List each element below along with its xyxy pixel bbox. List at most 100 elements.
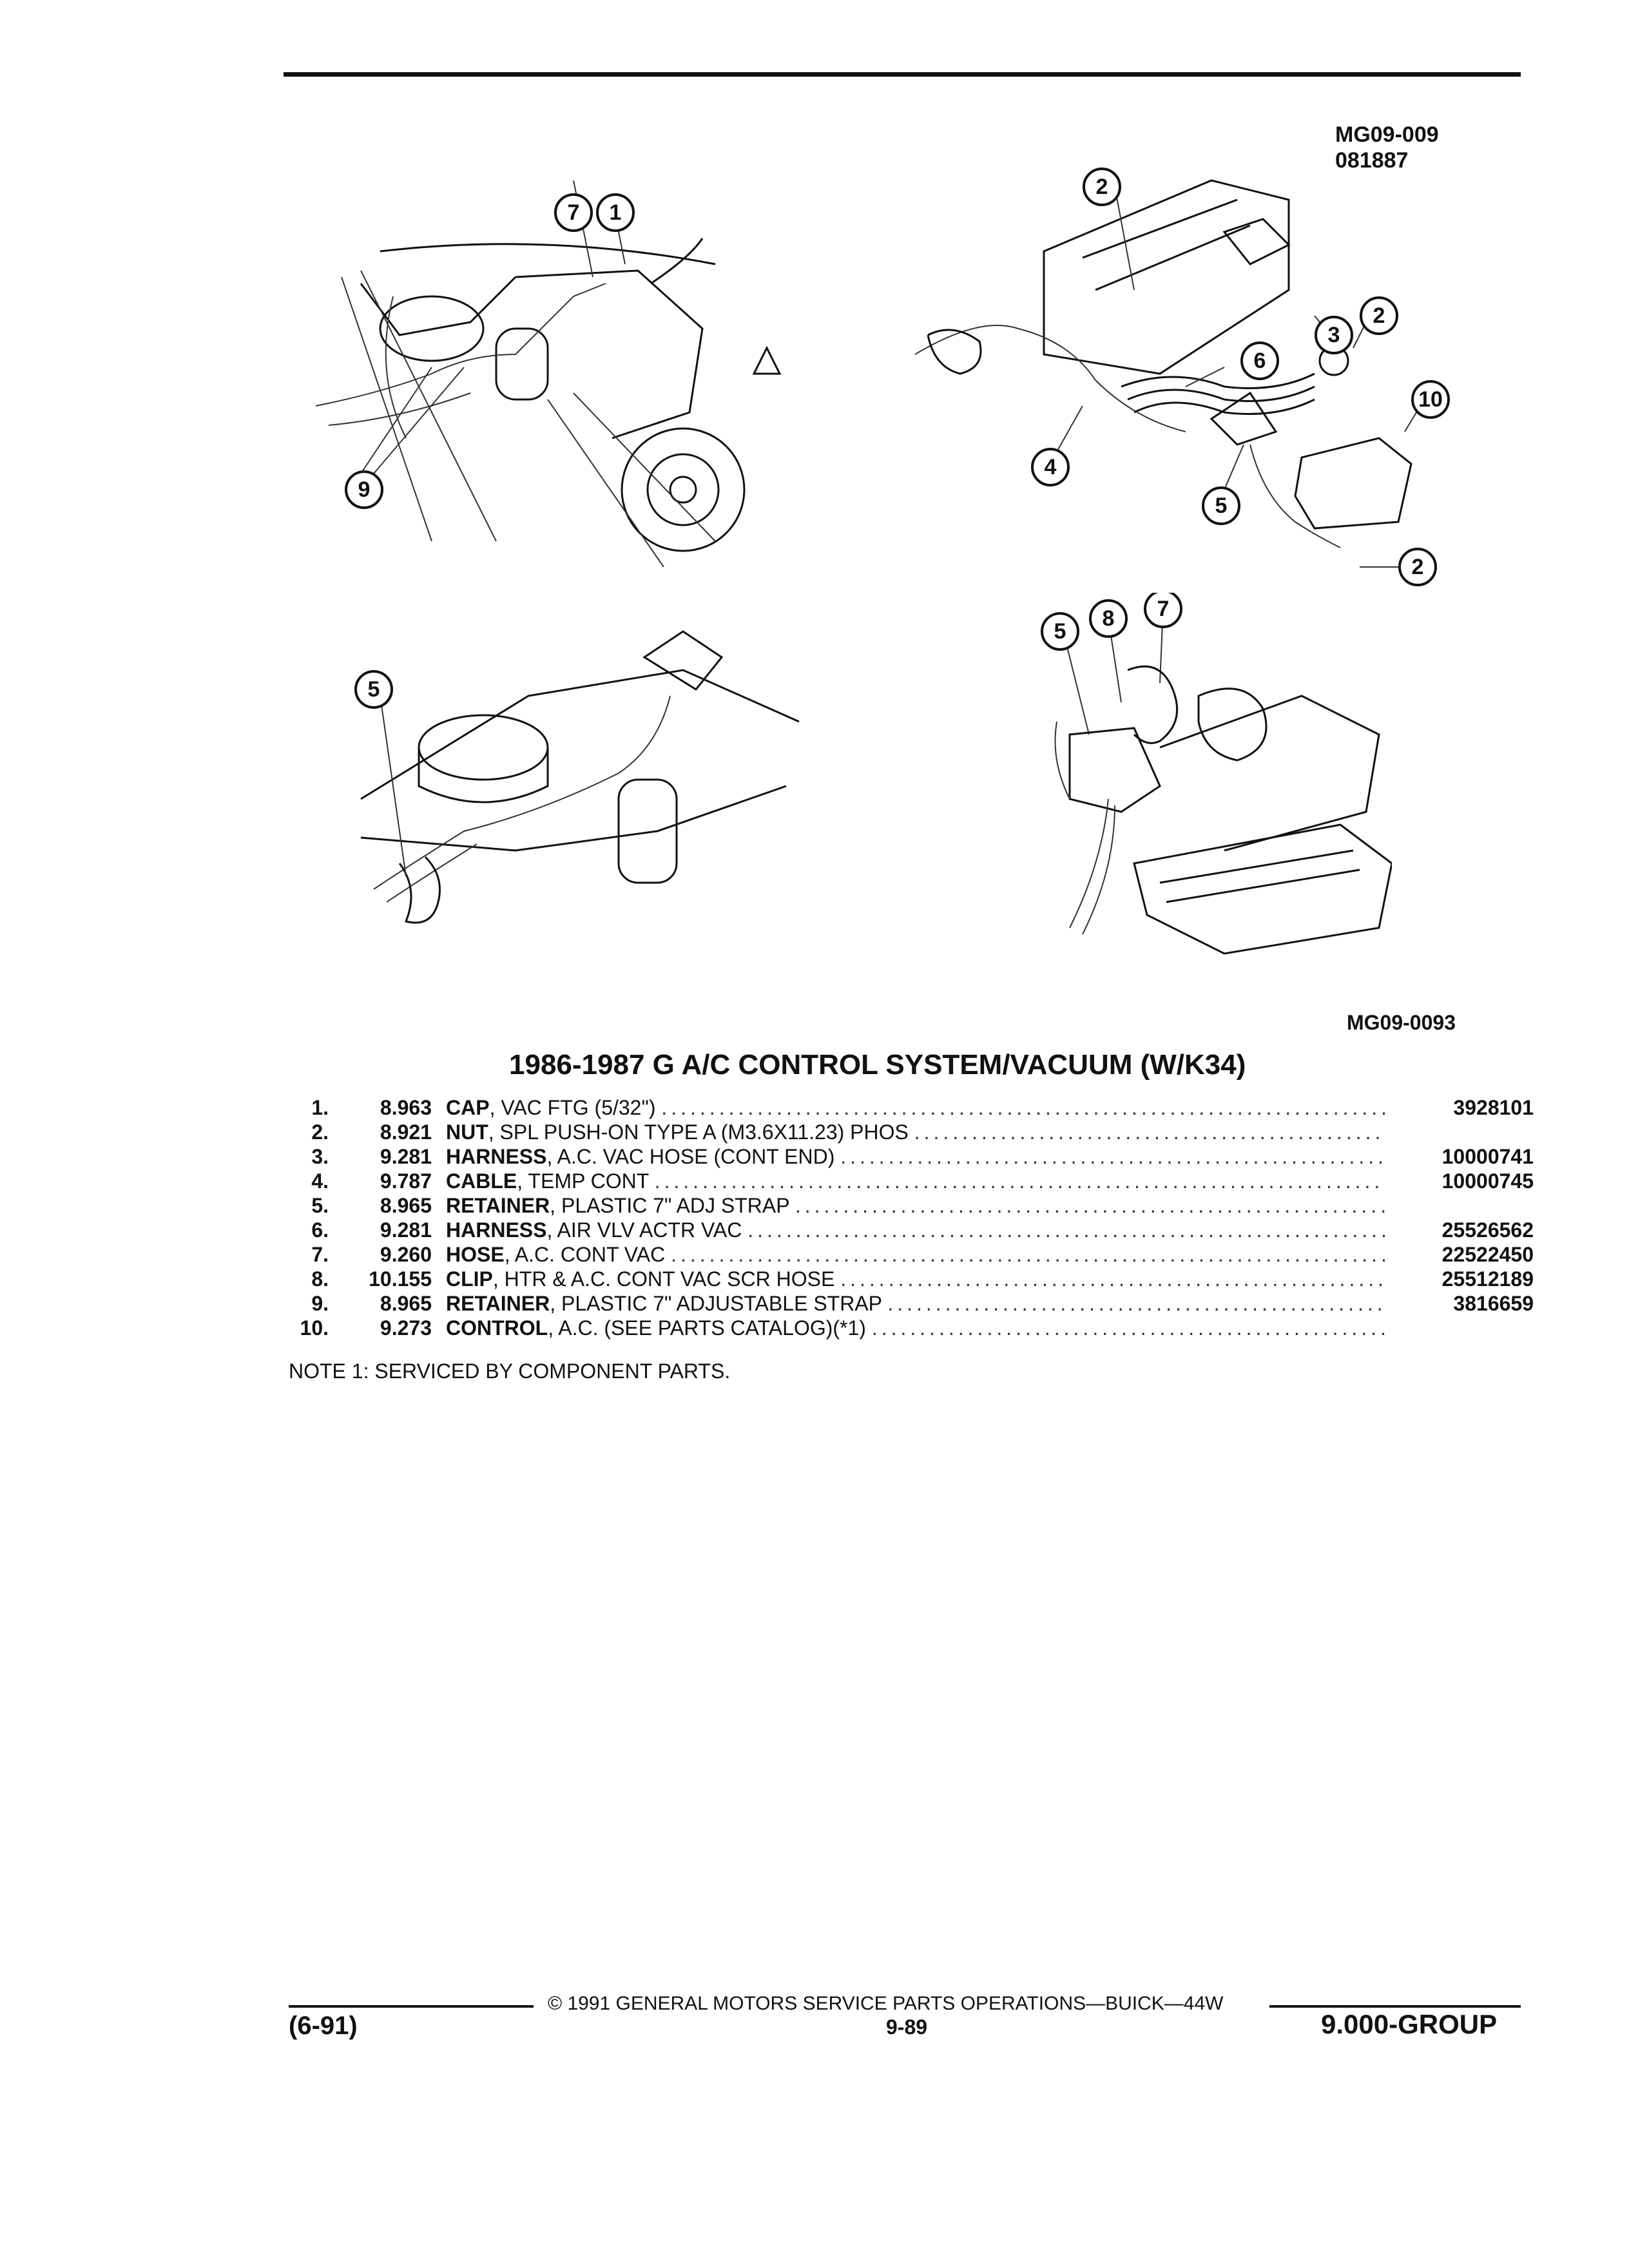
group-number: 9.281 (380, 1145, 432, 1168)
item-name: RETAINER (446, 1292, 550, 1315)
leader-dots: ........................................… (654, 1169, 1385, 1193)
figure-ref-top: MG09-009 (1335, 122, 1439, 147)
group-number: 9.281 (380, 1218, 432, 1242)
item-detail: , A.C. (SEE PARTS CATALOG)(*1) (548, 1316, 866, 1340)
item-number: 8. (311, 1267, 329, 1291)
leader-dots: ........................................… (795, 1194, 1385, 1217)
item-description: CAP, VAC FTG (5/32") ...................… (446, 1095, 1385, 1120)
callout-4: 4 (1045, 455, 1057, 479)
item-description: CLIP, HTR & A.C. CONT VAC SCR HOSE .....… (446, 1267, 1385, 1291)
footer-date: (6-91) (289, 2012, 358, 2040)
table-row: 7. 9.260 HOSE, A.C. CONT VAC .............… (271, 1242, 1534, 1267)
item-description: HARNESS, A.C. VAC HOSE (CONT END) ......… (446, 1144, 1385, 1169)
item-name: CLIP (446, 1267, 493, 1291)
part-number: 25526562 (1441, 1218, 1534, 1242)
leader-dots: ........................................… (840, 1145, 1385, 1168)
table-row: 8. 10.155 CLIP, HTR & A.C. CONT VAC SCR HO… (271, 1267, 1534, 1291)
top-rule (284, 72, 1521, 77)
item-number: 6. (311, 1218, 329, 1242)
item-detail: , A.C. VAC HOSE (CONT END) (546, 1145, 835, 1168)
item-detail: , A.C. CONT VAC (504, 1243, 666, 1266)
item-number: 1. (311, 1096, 329, 1119)
footer-copyright: © 1991 GENERAL MOTORS SERVICE PARTS OPER… (548, 1993, 1224, 2014)
item-name: CAP (446, 1096, 490, 1119)
table-row: 1. 8.963 CAP, VAC FTG (5/32") ............… (271, 1095, 1534, 1120)
item-description: RETAINER, PLASTIC 7" ADJUSTABLE STRAP ..… (446, 1291, 1385, 1316)
item-number: 3. (311, 1145, 329, 1168)
item-detail: , PLASTIC 7" ADJUSTABLE STRAP (550, 1292, 882, 1315)
group-number: 9.273 (380, 1316, 432, 1340)
callout-1: 1 (610, 200, 622, 225)
table-row: 6. 9.281 HARNESS, AIR VLV ACTR VAC .......… (271, 1218, 1534, 1242)
table-row: 9. 8.965 RETAINER, PLASTIC 7" ADJUSTABLE S… (271, 1291, 1534, 1316)
part-number: 22522450 (1441, 1243, 1534, 1266)
item-detail: , PLASTIC 7" ADJ STRAP (550, 1194, 789, 1217)
group-number: 8.963 (380, 1096, 432, 1119)
item-number: 9. (311, 1292, 329, 1315)
part-number: 10000745 (1441, 1169, 1534, 1193)
leader-dots: ........................................… (661, 1096, 1385, 1119)
item-number: 5. (311, 1194, 329, 1217)
group-number: 9.787 (380, 1169, 432, 1193)
callout-3: 3 (1328, 323, 1340, 347)
item-name: HARNESS (446, 1218, 547, 1242)
callout-7: 7 (568, 200, 580, 225)
group-number: 8.965 (380, 1292, 432, 1315)
parts-table: 1. 8.963 CAP, VAC FTG (5/32") ............… (271, 1095, 1534, 1340)
callout-10: 10 (1418, 387, 1443, 412)
item-description: HARNESS, AIR VLV ACTR VAC ..............… (446, 1218, 1385, 1242)
footer-page-number: 9-89 (886, 2015, 928, 2039)
figure-ref-date: 081887 (1335, 148, 1409, 173)
item-description: CONTROL, A.C. (SEE PARTS CATALOG)(*1) ..… (446, 1316, 1385, 1340)
group-number: 10.155 (369, 1267, 432, 1291)
group-number: 8.965 (380, 1194, 432, 1217)
part-number: 3928101 (1453, 1096, 1534, 1119)
table-row: 4. 9.787 CABLE, TEMP CONT ................… (271, 1169, 1534, 1193)
item-description: RETAINER, PLASTIC 7" ADJ STRAP .........… (446, 1193, 1385, 1218)
group-number: 8.921 (380, 1120, 432, 1144)
footer-rule-right (1269, 2005, 1521, 2008)
part-number: 3816659 (1453, 1292, 1534, 1315)
footer-group: 9.000-GROUP (1321, 2009, 1498, 2039)
leader-dots: ........................................… (671, 1243, 1385, 1266)
item-detail: , AIR VLV ACTR VAC (546, 1218, 742, 1242)
figure-ref-bottom: MG09-0093 (1347, 1011, 1456, 1034)
table-row: 10. 9.273 CONTROL, A.C. (SEE PARTS CATALOG… (271, 1316, 1534, 1340)
leader-dots: ........................................… (747, 1218, 1385, 1242)
callout-6: 6 (1254, 349, 1266, 373)
leader-dots: ........................................… (871, 1316, 1385, 1340)
item-name: CONTROL (446, 1316, 548, 1340)
callout-2-top: 2 (1096, 175, 1108, 199)
item-name: NUT (446, 1120, 488, 1144)
callout-8: 8 (1103, 606, 1115, 631)
callout-5: 5 (1054, 619, 1066, 644)
engine-bottom-right-illustration: 5 8 7 (1031, 593, 1392, 979)
table-row: 3. 9.281 HARNESS, A.C. VAC HOSE (CONT END)… (271, 1144, 1534, 1169)
item-description: CABLE, TEMP CONT .......................… (446, 1169, 1385, 1193)
callout-2-right: 2 (1373, 303, 1385, 328)
table-row: 5. 8.965 RETAINER, PLASTIC 7" ADJ STRAP ..… (271, 1193, 1534, 1218)
leader-dots: ........................................… (840, 1267, 1385, 1291)
item-detail: , HTR & A.C. CONT VAC SCR HOSE (492, 1267, 835, 1291)
item-name: CABLE (446, 1169, 517, 1193)
engine-bottom-left-illustration: 5 (335, 619, 825, 941)
item-name: RETAINER (446, 1194, 550, 1217)
item-number: 7. (311, 1243, 329, 1266)
callout-5: 5 (1215, 494, 1228, 518)
footer-rule-left (289, 2005, 534, 2008)
note: NOTE 1: SERVICED BY COMPONENT PARTS. (289, 1360, 731, 1383)
engine-left-illustration: 7 1 9 (303, 180, 831, 567)
callout-9: 9 (358, 477, 371, 502)
group-number: 9.260 (380, 1243, 432, 1266)
callout-7: 7 (1157, 597, 1170, 621)
item-number: 10. (300, 1316, 329, 1340)
callout-2-bottom: 2 (1412, 555, 1424, 579)
item-name: HOSE (446, 1243, 505, 1266)
item-detail: , VAC FTG (5/32") (489, 1096, 656, 1119)
callout-5: 5 (368, 677, 380, 702)
section-title: 1986-1987 G A/C CONTROL SYSTEM/VACUUM (W… (509, 1049, 1246, 1081)
part-number: 10000741 (1441, 1145, 1534, 1168)
item-name: HARNESS (446, 1145, 547, 1168)
item-number: 4. (311, 1169, 329, 1193)
